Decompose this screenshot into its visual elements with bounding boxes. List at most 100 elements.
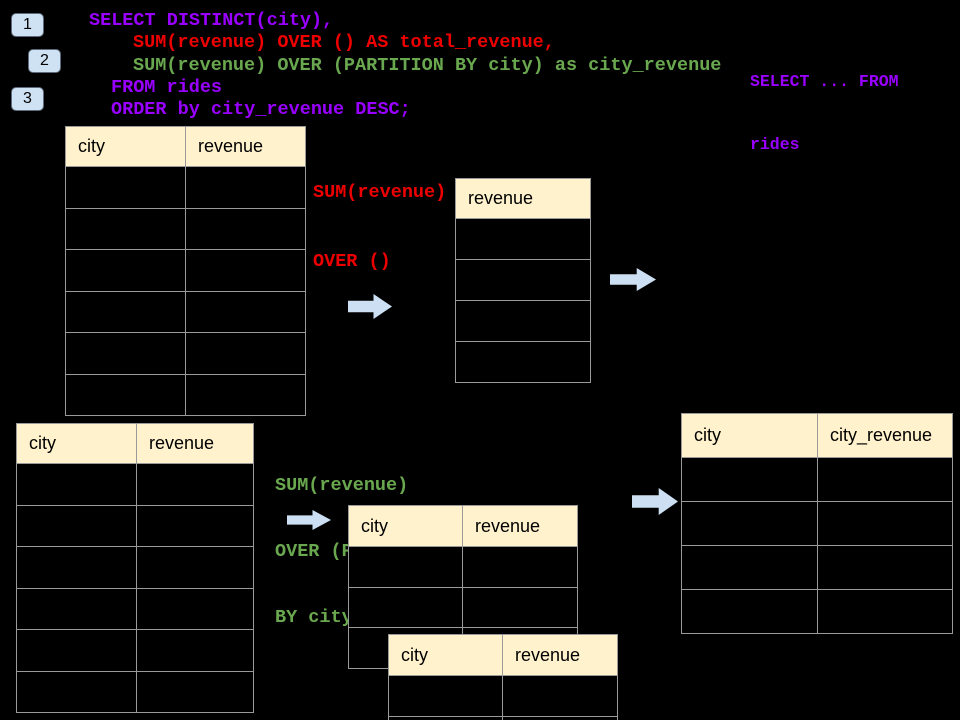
table-row [681, 545, 953, 590]
window-total-annotation: SUM(revenue) OVER () [313, 135, 446, 319]
flow-arrow-icon [287, 510, 331, 530]
from-clause-note-line1: SELECT ... FROM [750, 72, 899, 91]
table-row [16, 546, 254, 589]
empty-cell [681, 589, 818, 634]
empty-cell [462, 546, 578, 588]
empty-cell [65, 332, 186, 375]
source-table-top: city revenue [65, 126, 306, 416]
empty-cell [65, 166, 186, 209]
table-row [455, 259, 591, 301]
empty-cell [681, 501, 818, 546]
window-partition-line1: SUM(revenue) [275, 475, 409, 496]
table-row [455, 300, 591, 342]
table-row [681, 501, 953, 546]
table-row [65, 332, 306, 375]
empty-cell [185, 249, 306, 292]
window-total-line2: OVER () [313, 251, 391, 272]
empty-cell [16, 504, 137, 547]
empty-cell [502, 716, 618, 720]
empty-cell [455, 300, 591, 342]
empty-cell [136, 670, 254, 713]
table-row [388, 675, 618, 717]
window-total-line1: SUM(revenue) [313, 182, 447, 203]
empty-cell [817, 501, 953, 546]
empty-cell [65, 249, 186, 292]
empty-cell [185, 207, 306, 250]
table-row [16, 670, 254, 713]
empty-cell [136, 629, 254, 672]
empty-cell [817, 545, 953, 590]
table-row [681, 589, 953, 634]
total-revenue-table: revenue [455, 178, 591, 383]
column-header-revenue: revenue [462, 505, 578, 547]
table-row [65, 166, 306, 209]
table-row [348, 586, 578, 629]
empty-cell [388, 716, 503, 720]
empty-cell [681, 457, 818, 502]
sql-line-order-by: ORDER by city_revenue DESC; [111, 99, 411, 120]
table-row [65, 373, 306, 416]
column-header-city: city [16, 423, 137, 464]
empty-cell [817, 457, 953, 502]
empty-cell [136, 546, 254, 589]
table-row [65, 249, 306, 292]
empty-cell [16, 629, 137, 672]
flow-arrow-icon [632, 488, 678, 515]
empty-cell [185, 373, 306, 416]
step-badge-1: 1 [11, 13, 44, 37]
from-clause-note-line2: rides [750, 135, 800, 154]
empty-cell [462, 586, 578, 629]
empty-cell [16, 463, 137, 506]
column-header-revenue: revenue [455, 178, 591, 219]
sql-line-city-revenue: SUM(revenue) OVER (PARTITION BY city) as… [133, 55, 722, 76]
flow-arrow-icon [348, 294, 392, 319]
source-table-bottom: city revenue [16, 423, 254, 713]
empty-cell [65, 373, 186, 416]
partition-table-front: city revenue [388, 634, 618, 720]
column-header-city: city [681, 413, 818, 458]
table-row [455, 218, 591, 260]
empty-cell [502, 675, 618, 717]
empty-cell [455, 341, 591, 383]
column-header-revenue: revenue [502, 634, 618, 676]
column-header-city: city [348, 505, 463, 547]
table-row [16, 504, 254, 547]
table-row [348, 546, 578, 588]
table-row [16, 629, 254, 672]
empty-cell [817, 589, 953, 634]
sql-line-select: SELECT DISTINCT(city), [89, 10, 334, 31]
empty-cell [185, 290, 306, 333]
column-header-city: city [65, 126, 186, 167]
empty-cell [348, 586, 463, 629]
from-clause-note: SELECT ... FROM rides [750, 29, 899, 197]
table-row [16, 587, 254, 630]
empty-cell [455, 218, 591, 260]
table-row [388, 716, 618, 720]
empty-cell [16, 670, 137, 713]
flow-arrow-icon [610, 268, 656, 291]
empty-cell [185, 332, 306, 375]
empty-cell [136, 463, 254, 506]
column-header-city: city [388, 634, 503, 676]
empty-cell [65, 207, 186, 250]
empty-cell [136, 504, 254, 547]
empty-cell [348, 546, 463, 588]
empty-cell [16, 587, 137, 630]
table-row [681, 457, 953, 502]
empty-cell [681, 545, 818, 590]
column-header-revenue: revenue [185, 126, 306, 167]
empty-cell [185, 166, 306, 209]
sql-line-total-revenue: SUM(revenue) OVER () AS total_revenue, [133, 32, 555, 53]
table-row [455, 341, 591, 383]
column-header-city-revenue: city_revenue [817, 413, 953, 458]
empty-cell [65, 290, 186, 333]
empty-cell [16, 546, 137, 589]
empty-cell [455, 259, 591, 301]
table-row [16, 463, 254, 506]
empty-cell [388, 675, 503, 717]
table-row [65, 207, 306, 250]
column-header-revenue: revenue [136, 423, 254, 464]
city-revenue-table: city city_revenue [681, 413, 953, 634]
step-badge-2: 2 [28, 49, 61, 73]
